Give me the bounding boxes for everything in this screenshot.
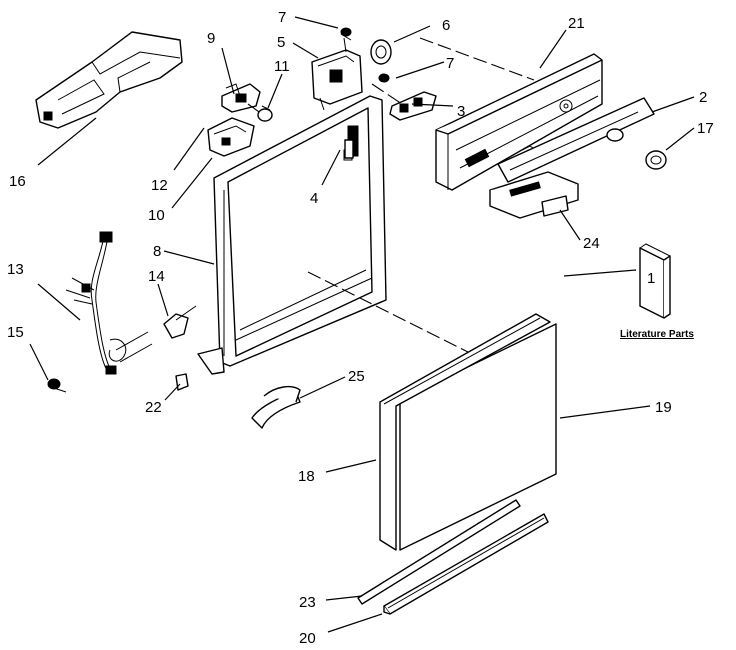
callout-17: 17 (697, 120, 714, 137)
alignment-line-latch (247, 103, 263, 115)
callout-9: 9 (207, 30, 215, 47)
part-11-knob (257, 105, 273, 122)
part-1-literature-booklet (639, 243, 671, 319)
callout-14: 14 (148, 268, 165, 285)
part-6-dial (370, 39, 392, 65)
part-20-bottom-trim (383, 513, 549, 615)
callout-7-top: 7 (278, 9, 286, 26)
alignment-line-switch (371, 83, 403, 105)
callout-5: 5 (277, 34, 285, 51)
part-22-clip (175, 373, 189, 391)
part-17-knob (645, 150, 667, 170)
part-24-bracket (489, 171, 579, 219)
part-19-outer-panel (399, 323, 557, 551)
part-15-screw (47, 378, 67, 393)
part-14-switch (163, 305, 197, 339)
callout-12: 12 (151, 177, 168, 194)
part-10-bracket (207, 117, 255, 157)
callout-19: 19 (655, 399, 672, 416)
part-18-liner (379, 313, 551, 551)
part-16-end-cap (35, 31, 183, 129)
part-13-wire-harness (65, 231, 153, 375)
callout-16: 16 (9, 173, 26, 190)
callout-20: 20 (299, 630, 316, 647)
part-7-screw-top (340, 27, 352, 41)
callout-8: 8 (153, 243, 161, 260)
literature-parts-label: Literature Parts (620, 329, 694, 340)
part-8-door-frame (197, 95, 387, 375)
callout-22: 22 (145, 399, 162, 416)
callout-1: 1 (647, 270, 655, 287)
callout-7-lower: 7 (446, 55, 454, 72)
callout-2: 2 (699, 89, 707, 106)
part-21-control-panel (435, 53, 603, 191)
part-2-console-trim (497, 97, 655, 183)
callout-24: 24 (583, 235, 600, 252)
callout-6: 6 (442, 17, 450, 34)
callout-25: 25 (348, 368, 365, 385)
part-5-switch (311, 37, 363, 111)
callout-18: 18 (298, 468, 315, 485)
callout-23: 23 (299, 594, 316, 611)
part-3-switch (389, 91, 437, 121)
callout-10: 10 (148, 207, 165, 224)
callout-13: 13 (7, 261, 24, 278)
part-7-screw-lower (378, 73, 390, 83)
alignment-line-door (307, 271, 469, 353)
callout-15: 15 (7, 324, 24, 341)
part-23-trim-strip (357, 499, 521, 605)
part-25-strap (251, 385, 301, 429)
part-4-latch (344, 139, 354, 159)
part-9-latch (221, 83, 261, 113)
callout-11: 11 (274, 58, 290, 75)
leader-lines (29, 16, 695, 633)
alignment-line-console (419, 37, 535, 81)
callout-4: 4 (310, 190, 318, 207)
callout-3: 3 (457, 103, 465, 120)
callout-21: 21 (568, 15, 585, 32)
